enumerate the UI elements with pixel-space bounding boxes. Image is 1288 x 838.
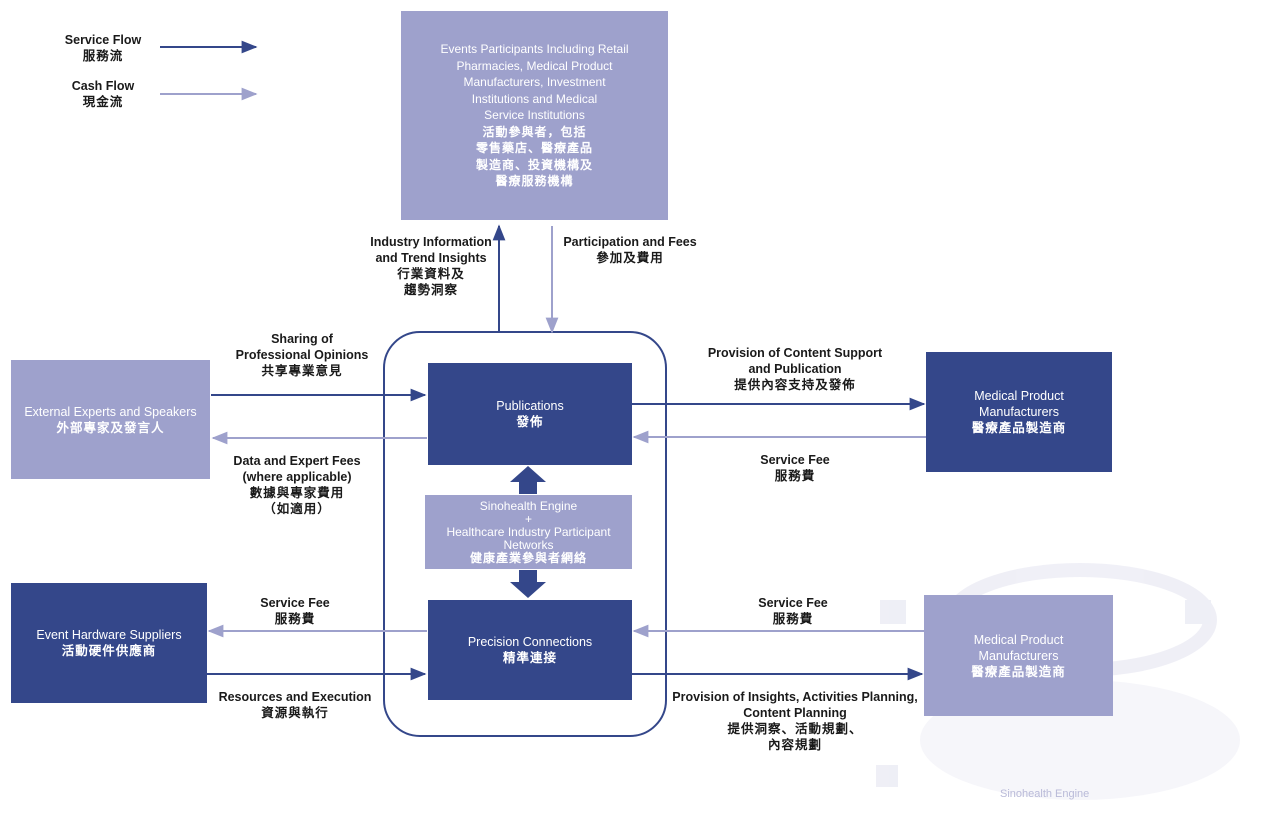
label-sharing: Sharing of Professional Opinions 共享專業意見 — [235, 332, 369, 378]
medical-manufacturers-bottom-box: Medical Product Manufacturers 醫療產品製造商 — [924, 595, 1113, 716]
precision-connections-box: Precision Connections 精準連接 — [428, 600, 632, 700]
event-hardware-suppliers-box: Event Hardware Suppliers 活動硬件供應商 — [11, 583, 207, 703]
label-insights: Provision of Insights, Activities Planni… — [672, 690, 918, 752]
label-service-fee-top: Service Fee 服務費 — [760, 453, 830, 483]
background-engine-label: Sinohealth Engine — [1000, 788, 1090, 800]
label-service-fee-left: Service Fee 服務費 — [260, 596, 330, 626]
publications-box: Publications 發佈 — [428, 363, 632, 465]
sinohealth-engine-box: Sinohealth Engine + Healthcare Industry … — [425, 495, 632, 569]
medical-manufacturers-top-box: Medical Product Manufacturers 醫療產品製造商 — [926, 352, 1112, 472]
external-experts-box: External Experts and Speakers 外部專家及發言人 — [11, 360, 210, 479]
label-content-support: Provision of Content Support and Publica… — [707, 346, 883, 392]
events-participants-box: Events Participants Including Retail Pha… — [401, 11, 668, 220]
center-container — [383, 331, 667, 737]
block-arrow-up — [510, 466, 546, 494]
legend-cash-label: Cash Flow 現金流 — [71, 79, 135, 109]
legend-service-label: Service Flow 服務流 — [64, 33, 142, 63]
label-data-fees: Data and Expert Fees (where applicable) … — [233, 454, 361, 516]
label-industry-info: Industry Information and Trend Insights … — [370, 235, 492, 297]
block-arrow-down — [510, 570, 546, 598]
label-service-fee-right: Service Fee 服務費 — [758, 596, 828, 626]
label-resources: Resources and Execution 資源與執行 — [218, 690, 372, 720]
label-participation: Participation and Fees 參加及費用 — [563, 235, 697, 265]
